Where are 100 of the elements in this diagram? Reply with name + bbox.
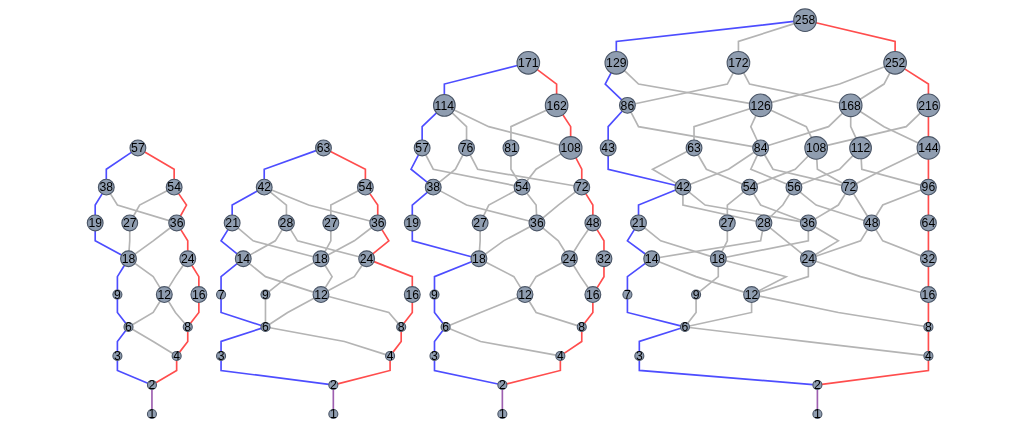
connector	[105, 151, 133, 181]
connector	[572, 264, 590, 289]
connector	[693, 107, 751, 141]
node-circle: 24	[560, 250, 578, 268]
connector	[756, 155, 810, 186]
connector	[482, 190, 516, 217]
node-circle: 9	[112, 289, 123, 300]
node-circle: 14	[643, 250, 661, 268]
node-circle: 54	[165, 178, 183, 196]
connector	[327, 226, 373, 256]
node-circle: 16	[403, 286, 421, 303]
node-circle: 16	[584, 286, 602, 303]
node-circle: 72	[573, 178, 591, 196]
connector	[752, 193, 802, 221]
node-circle: 38	[97, 178, 115, 196]
connector	[424, 154, 516, 187]
node-circle: 112	[849, 136, 872, 160]
node-circle: 27	[121, 214, 139, 232]
connector	[767, 112, 844, 147]
connector	[721, 230, 729, 253]
connector	[688, 191, 802, 223]
node-circle: 18	[470, 250, 488, 268]
connector	[323, 230, 332, 253]
connector	[626, 262, 647, 291]
connector	[826, 112, 922, 147]
connector	[411, 230, 473, 258]
node-circle: 108	[804, 136, 828, 160]
node-circle: 43	[599, 139, 617, 157]
node-circle: 18	[120, 250, 137, 268]
connector	[800, 154, 854, 186]
node-circle: 4	[385, 350, 396, 361]
connector	[269, 191, 288, 216]
node-circle: 21	[630, 214, 647, 232]
node-circle: 9	[260, 289, 271, 300]
node-circle: 86	[618, 96, 636, 114]
connector	[327, 264, 363, 292]
connector	[849, 115, 857, 139]
node-circle: 6	[260, 321, 271, 332]
node-circle: 1	[146, 408, 157, 420]
connector	[637, 189, 677, 216]
node-circle: 54	[741, 178, 758, 196]
connector	[132, 189, 168, 217]
connector	[859, 71, 891, 101]
connector	[815, 228, 869, 257]
node-circle: 1	[328, 408, 339, 420]
node-circle: 4	[555, 350, 566, 361]
connector	[220, 262, 238, 291]
connector	[726, 191, 745, 216]
connector	[478, 230, 481, 252]
connector	[392, 330, 403, 354]
connector	[116, 359, 149, 385]
node-circle: 56	[785, 178, 803, 196]
connector	[749, 154, 788, 185]
node-circle: 3	[634, 350, 645, 361]
connector	[749, 114, 759, 142]
connector	[927, 194, 930, 216]
connector	[191, 264, 200, 288]
node-circle: 54	[513, 178, 531, 196]
connector	[438, 154, 464, 183]
connector	[220, 359, 330, 386]
connector	[329, 150, 367, 181]
connector	[237, 227, 315, 258]
node-circle: 84	[752, 139, 770, 157]
node-circle: 1	[812, 408, 823, 420]
connector	[501, 388, 504, 411]
connector	[220, 298, 262, 327]
connector	[799, 191, 865, 222]
node-circle: 27	[718, 214, 736, 232]
connector	[815, 158, 844, 185]
connector	[505, 359, 562, 385]
connector	[658, 229, 764, 259]
connector	[737, 22, 796, 53]
node-circle: 12	[155, 286, 173, 303]
connector	[94, 230, 123, 256]
connector	[268, 297, 315, 326]
connector	[903, 68, 930, 95]
node-circle: 9	[429, 289, 440, 300]
connector	[249, 228, 284, 256]
node-circle: 28	[755, 214, 773, 232]
node-circle: 96	[919, 178, 937, 196]
node-circle: 63	[685, 139, 703, 157]
connector	[263, 149, 317, 181]
node-circle: 4	[923, 350, 934, 361]
node-circle: 14	[234, 250, 252, 268]
connector	[448, 296, 519, 327]
connector	[542, 227, 567, 253]
connector	[542, 191, 577, 219]
connector	[332, 388, 335, 411]
connector	[484, 225, 531, 255]
connector	[634, 71, 735, 105]
node-circle: 3	[216, 350, 227, 361]
node-circle: 18	[312, 250, 330, 268]
node-circle: 36	[168, 214, 186, 232]
connector	[526, 192, 538, 216]
connector	[180, 228, 189, 252]
connector	[131, 300, 161, 326]
node-circle: 12	[312, 286, 330, 303]
node-circle: 19	[403, 214, 421, 232]
node-circle: 2	[497, 379, 508, 391]
connector	[403, 301, 414, 325]
